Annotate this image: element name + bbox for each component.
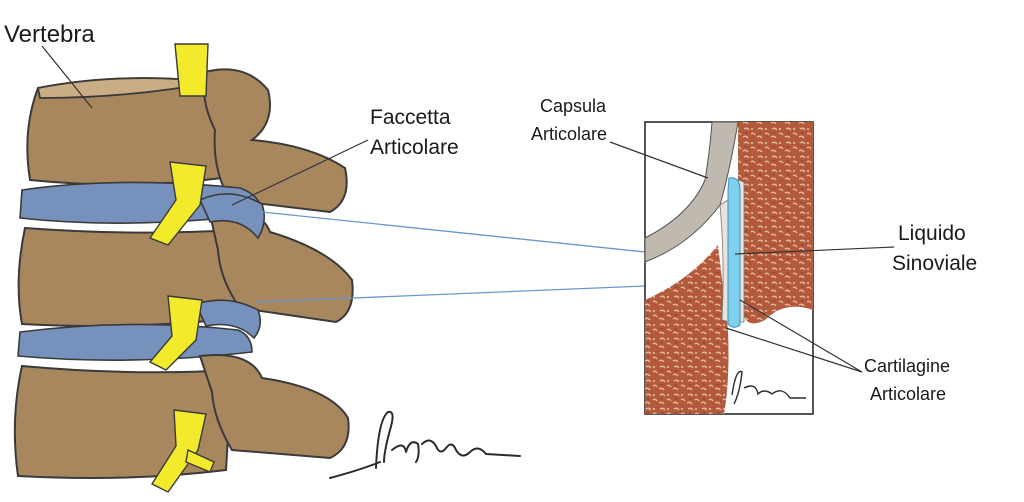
nerve-root-upper: [148, 161, 207, 246]
bone-tissue-lower: [645, 245, 729, 414]
spinal-cord-top: [174, 43, 209, 97]
facet-joint-zoom-panel: [644, 121, 814, 415]
nerve-root-lower: [150, 409, 207, 493]
facet-joint-upper: [198, 193, 266, 240]
cartilagine-leader-1: [739, 299, 863, 373]
label-cartilagine-line2: Articolare: [870, 384, 946, 404]
label-liquido-line1: Liquido: [898, 222, 966, 245]
nerve-branch: [185, 448, 215, 473]
spine-illustration: [13, 43, 354, 493]
vertebra-leader: [41, 45, 93, 109]
nerve-root-middle: [148, 295, 203, 371]
zoom-connector-lower: [255, 285, 646, 303]
label-faccetta-line1: Faccetta: [370, 106, 451, 129]
faccetta-leader: [231, 139, 369, 206]
synovial-fluid: [727, 177, 741, 328]
facet-joint-lower: [194, 299, 262, 340]
label-capsula-line2: Articolare: [531, 124, 607, 144]
label-faccetta-line2: Articolare: [370, 136, 459, 159]
artist-signature: [329, 410, 521, 479]
label-cartilagine-line1: Cartilagine: [864, 356, 950, 376]
joint-capsule: [644, 121, 739, 263]
label-liquido-line2: Sinoviale: [892, 252, 977, 275]
label-capsula-line1: Capsula: [540, 96, 607, 116]
upper-posterior-process: [202, 68, 348, 214]
zoom-connector-upper: [261, 211, 646, 253]
capsula-leader: [609, 141, 709, 179]
lower-posterior-process: [198, 354, 350, 460]
cartilagine-leader-2: [725, 327, 863, 373]
label-vertebra: Vertebra: [4, 21, 95, 48]
bone-tissue-upper: [738, 122, 813, 324]
panel-signature-mark: [731, 370, 806, 405]
liquido-leader: [734, 246, 895, 255]
